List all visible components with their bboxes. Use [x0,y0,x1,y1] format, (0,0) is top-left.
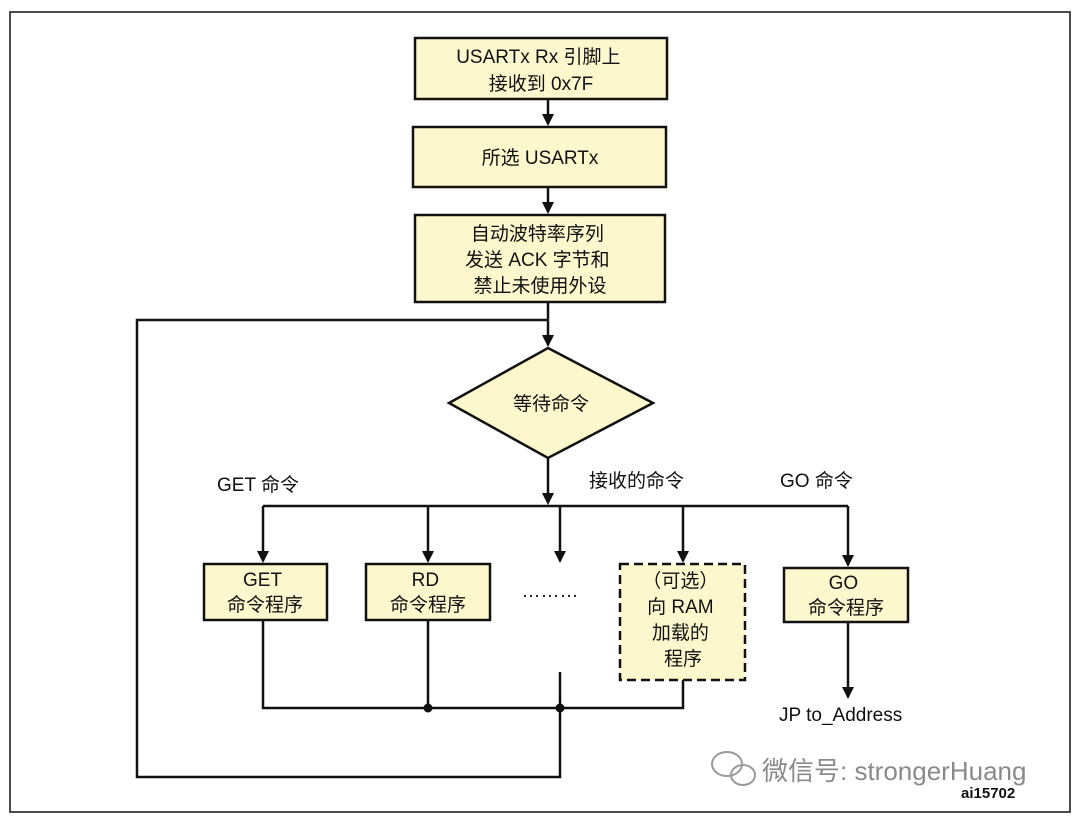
box-ram-text: （可选） 向 RAM 加载的 程序 [642,570,723,670]
box-autobaud-text: 自动波特率序列 发送 ACK 字节和 禁止未使用外设 [465,223,615,297]
junction-rd [423,703,433,713]
box-go-routine [782,566,910,624]
wechat-icon [711,751,756,786]
box-autobaud-line-2: 发送 ACK 字节和 [465,249,610,271]
box-ram-line-3: 加载的 [652,622,709,644]
box-rd-routine [364,562,492,622]
label-jp-to-address: JP to_Address [779,705,902,726]
box-ram-line-2: 向 RAM [647,596,714,618]
decision-wait-command [446,346,656,460]
box-rd-line-1: RD [412,570,439,591]
box-ram-loaded-program [618,562,747,682]
watermark-text: 微信号: strongerHuang [762,756,1026,786]
box-selected-usart [411,125,668,189]
box-get-text: GET 命令程序 [227,570,303,616]
box-select-text: 所选 USARTx [482,147,599,169]
box-ram-line-1: （可选） [642,570,718,592]
label-go-command: GO 命令 [780,470,853,492]
connectors [135,99,854,779]
junction-main [555,703,565,713]
label-received-command: 接收的命令 [589,470,684,492]
label-get-command: GET 命令 [217,474,299,496]
return-loop [135,318,562,779]
decision-wait-line-1: 等待命令 [513,393,589,415]
box-rx-line-1: USARTx Rx 引脚上 [456,46,620,68]
box-rx-text: USARTx Rx 引脚上 接收到 0x7F [456,46,626,95]
return-ram [560,680,685,710]
box-get-routine [202,562,329,622]
box-get-line-2: 命令程序 [227,594,303,616]
box-go-line-2: 命令程序 [808,597,884,619]
box-autobaud-line-3: 禁止未使用外设 [473,275,606,297]
figure-frame [9,11,1071,813]
box-autobaud [413,213,667,304]
box-select-line-1: 所选 USARTx [482,147,599,169]
box-rx-line-2: 接收到 0x7F [489,73,594,95]
return-get [261,620,560,710]
box-rd-text: RD 命令程序 [390,570,466,616]
ellipsis-more-commands: ……… [522,581,579,602]
box-autobaud-line-1: 自动波特率序列 [471,223,604,245]
box-rx-received [413,36,669,101]
box-go-line-1: GO [829,573,859,594]
box-ram-line-4: 程序 [664,648,702,670]
figure-code: ai15702 [961,785,1015,802]
box-get-line-1: GET [243,570,282,591]
box-rd-line-2: 命令程序 [390,594,466,616]
decision-wait-text: 等待命令 [513,393,589,415]
box-go-text: GO 命令程序 [808,573,884,619]
